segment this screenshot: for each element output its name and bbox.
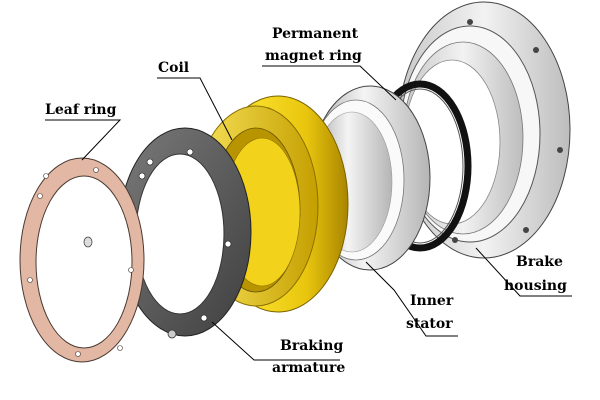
permanent-magnet-ring-label-line2: magnet ring bbox=[265, 48, 362, 64]
permanent-magnet-ring-leader bbox=[262, 65, 397, 101]
inner-stator-label-line2: stator bbox=[406, 316, 453, 332]
leaf-ring-stud bbox=[83, 236, 93, 248]
brake-housing-label-line1: Brake bbox=[516, 254, 563, 270]
brake-housing-leader bbox=[475, 247, 572, 297]
braking-armature-leader bbox=[211, 321, 340, 361]
leaf-ring-holes bbox=[27, 167, 134, 357]
leaf-ring-leader bbox=[45, 119, 122, 161]
coil-label: Coil bbox=[158, 60, 189, 76]
leaf-ring bbox=[19, 157, 145, 363]
housing-bolt-holes bbox=[452, 19, 563, 243]
inner-stator-label-line1: Inner bbox=[410, 293, 454, 309]
permanent-magnet-ring-label-line1: Permanent bbox=[272, 26, 359, 42]
leaf-ring-label: Leaf ring bbox=[45, 102, 117, 118]
inner-stator-leader bbox=[365, 261, 458, 337]
brake-housing-label-line2: housing bbox=[504, 278, 567, 294]
coil-leader bbox=[157, 77, 233, 141]
braking-armature bbox=[118, 127, 252, 339]
braking-armature-label-line2: armature bbox=[272, 360, 345, 376]
braking-armature-label-line1: Braking bbox=[280, 338, 343, 354]
